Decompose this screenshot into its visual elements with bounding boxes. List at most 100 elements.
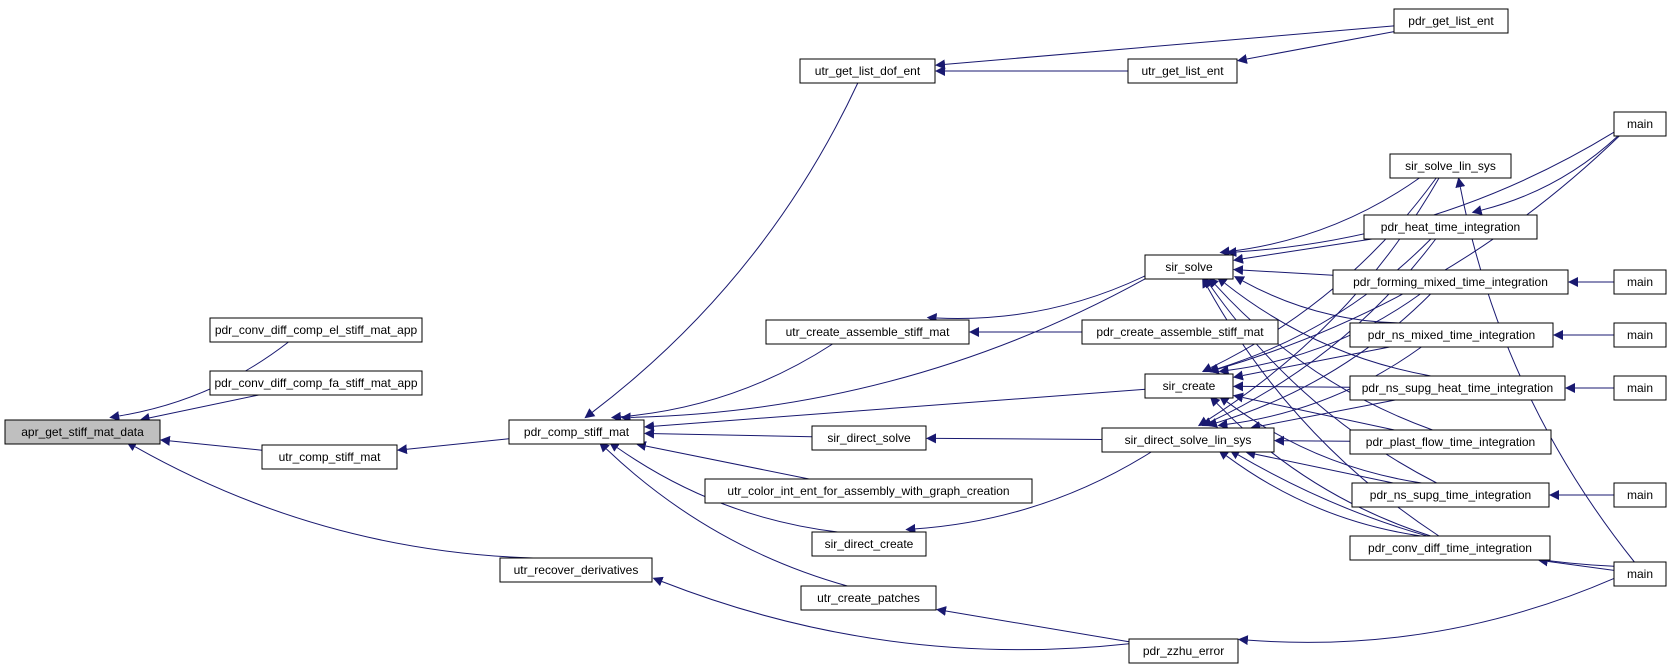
node-pcsm[interactable]: pdr_comp_stiff_mat <box>508 419 645 445</box>
node-ss[interactable]: sir_solve <box>1144 254 1234 280</box>
node-label: utr_color_int_ent_for_assembly_with_grap… <box>727 484 1009 498</box>
node-main4[interactable]: main <box>1613 375 1667 401</box>
node-main1[interactable]: main <box>1613 111 1667 137</box>
node-pze[interactable]: pdr_zzhu_error <box>1128 638 1239 664</box>
node-box <box>209 370 423 396</box>
node-label: pdr_plast_flow_time_integration <box>1366 435 1535 449</box>
node-root[interactable]: apr_get_stiff_mat_data <box>4 419 161 445</box>
node-label: pdr_ns_supg_time_integration <box>1370 488 1531 502</box>
node-sc[interactable]: sir_create <box>1144 373 1234 399</box>
node-ucsm[interactable]: utr_comp_stiff_mat <box>261 444 398 470</box>
node-box <box>4 419 161 445</box>
node-box <box>811 531 927 557</box>
node-label: pdr_ns_supg_heat_time_integration <box>1362 381 1553 395</box>
node-pnshti[interactable]: pdr_ns_supg_heat_time_integration <box>1349 375 1566 401</box>
node-pcdti[interactable]: pdr_conv_diff_time_integration <box>1349 535 1551 561</box>
edge-sdsls-pnmti <box>1217 346 1422 430</box>
node-label: pdr_comp_stiff_mat <box>524 425 630 439</box>
edge-ss-ppfti <box>1208 277 1433 431</box>
node-label: main <box>1627 117 1653 131</box>
edge-sc-pfmti <box>1218 293 1421 376</box>
node-label: sir_create <box>1163 379 1216 393</box>
edge-ucasm-ss <box>926 275 1146 323</box>
node-box <box>1613 269 1667 295</box>
edge-sdsls-ppfti <box>1274 435 1351 446</box>
node-label: utr_create_assemble_stiff_mat <box>786 325 951 339</box>
node-label: utr_comp_stiff_mat <box>279 450 381 464</box>
node-main2[interactable]: main <box>1613 269 1667 295</box>
edge-sc-phti <box>1207 238 1432 374</box>
edge-ss-ssls <box>1219 177 1420 257</box>
node-label: pdr_create_assemble_stiff_mat <box>1096 325 1264 339</box>
edge-root-ucsm <box>159 435 263 451</box>
node-main6[interactable]: main <box>1613 482 1667 508</box>
node-main3[interactable]: main <box>1613 322 1667 348</box>
edge-ss-pfmti <box>1233 265 1334 276</box>
node-pgle[interactable]: pdr_get_list_ent <box>1393 8 1509 34</box>
edge-sc-pnsti <box>1218 395 1422 484</box>
node-label: pdr_conv_diff_comp_fa_stiff_mat_app <box>214 376 417 390</box>
node-ssls[interactable]: sir_solve_lin_sys <box>1389 153 1512 179</box>
node-ugle[interactable]: utr_get_list_ent <box>1127 58 1238 84</box>
edge-ucsm-pcsm <box>396 438 510 455</box>
node-sdc[interactable]: sir_direct_create <box>811 531 927 557</box>
edge-sds-sdsls <box>926 433 1103 444</box>
node-ucie[interactable]: utr_color_int_ent_for_assembly_with_grap… <box>704 478 1033 504</box>
node-ucasm[interactable]: utr_create_assemble_stiff_mat <box>765 319 970 345</box>
node-label: sir_solve_lin_sys <box>1405 159 1496 173</box>
edge-pcdti-main5 <box>1537 556 1615 571</box>
edge-pcsm-ss <box>620 278 1146 423</box>
edge-ugldof-pgle <box>935 25 1395 70</box>
node-pnmti[interactable]: pdr_ns_mixed_time_integration <box>1349 322 1554 348</box>
node-label: main <box>1627 488 1653 502</box>
node-label: sir_solve <box>1165 260 1213 274</box>
node-urd[interactable]: utr_recover_derivatives <box>499 557 653 583</box>
node-box <box>1101 427 1275 453</box>
node-box <box>1128 638 1239 664</box>
edge-ss-pnsti <box>1204 277 1437 484</box>
edge-pcsm-ucie <box>635 441 810 480</box>
node-pfmti[interactable]: pdr_forming_mixed_time_integration <box>1332 269 1569 295</box>
node-box <box>1363 214 1538 240</box>
edge-sc-pnshti <box>1233 381 1351 392</box>
node-main5[interactable]: main <box>1613 561 1667 587</box>
node-box <box>1613 482 1667 508</box>
node-phti[interactable]: pdr_heat_time_integration <box>1363 214 1538 240</box>
edge-sdc-sdsls <box>905 451 1152 534</box>
node-box <box>261 444 398 470</box>
node-label: main <box>1627 567 1653 581</box>
node-sds[interactable]: sir_direct_solve <box>811 425 927 451</box>
node-ucp[interactable]: utr_create_patches <box>800 585 937 611</box>
node-label: utr_get_list_dof_ent <box>815 64 921 78</box>
node-pnsti[interactable]: pdr_ns_supg_time_integration <box>1351 482 1550 508</box>
node-box <box>1613 561 1667 587</box>
edge-sdsls-pnsti <box>1245 449 1394 484</box>
node-box <box>1389 153 1512 179</box>
edge-sdsls-pcdti <box>1218 449 1421 537</box>
edge-sc-pnmti <box>1232 346 1390 381</box>
node-box <box>1349 535 1551 561</box>
node-label: pdr_zzhu_error <box>1143 644 1224 658</box>
node-pcasm[interactable]: pdr_create_assemble_stiff_mat <box>1081 319 1279 345</box>
node-ugldof[interactable]: utr_get_list_dof_ent <box>799 58 936 84</box>
node-box <box>1144 254 1234 280</box>
edge-ugle-pgle <box>1236 31 1395 64</box>
node-box <box>811 425 927 451</box>
nodes-layer: apr_get_stiff_mat_data pdr_conv_diff_comp… <box>4 8 1667 664</box>
node-pccesma[interactable]: pdr_conv_diff_comp_el_stiff_mat_app <box>209 317 423 343</box>
edge-pcsm-ucasm <box>610 343 833 422</box>
node-label: pdr_forming_mixed_time_integration <box>1353 275 1548 289</box>
node-box <box>499 557 653 583</box>
node-label: main <box>1627 381 1653 395</box>
node-pccfsma[interactable]: pdr_conv_diff_comp_fa_stiff_mat_app <box>209 370 423 396</box>
edge-urd-pze <box>652 576 1130 651</box>
node-box <box>1144 373 1234 399</box>
edge-sdsls-pfmti <box>1206 293 1431 428</box>
edge-root-pccesma <box>109 341 289 421</box>
node-box <box>1332 269 1569 295</box>
node-sdsls[interactable]: sir_direct_solve_lin_sys <box>1101 427 1275 453</box>
node-label: sir_direct_solve <box>827 431 911 445</box>
node-ppfti[interactable]: pdr_plast_flow_time_integration <box>1349 429 1552 455</box>
node-box <box>1613 375 1667 401</box>
